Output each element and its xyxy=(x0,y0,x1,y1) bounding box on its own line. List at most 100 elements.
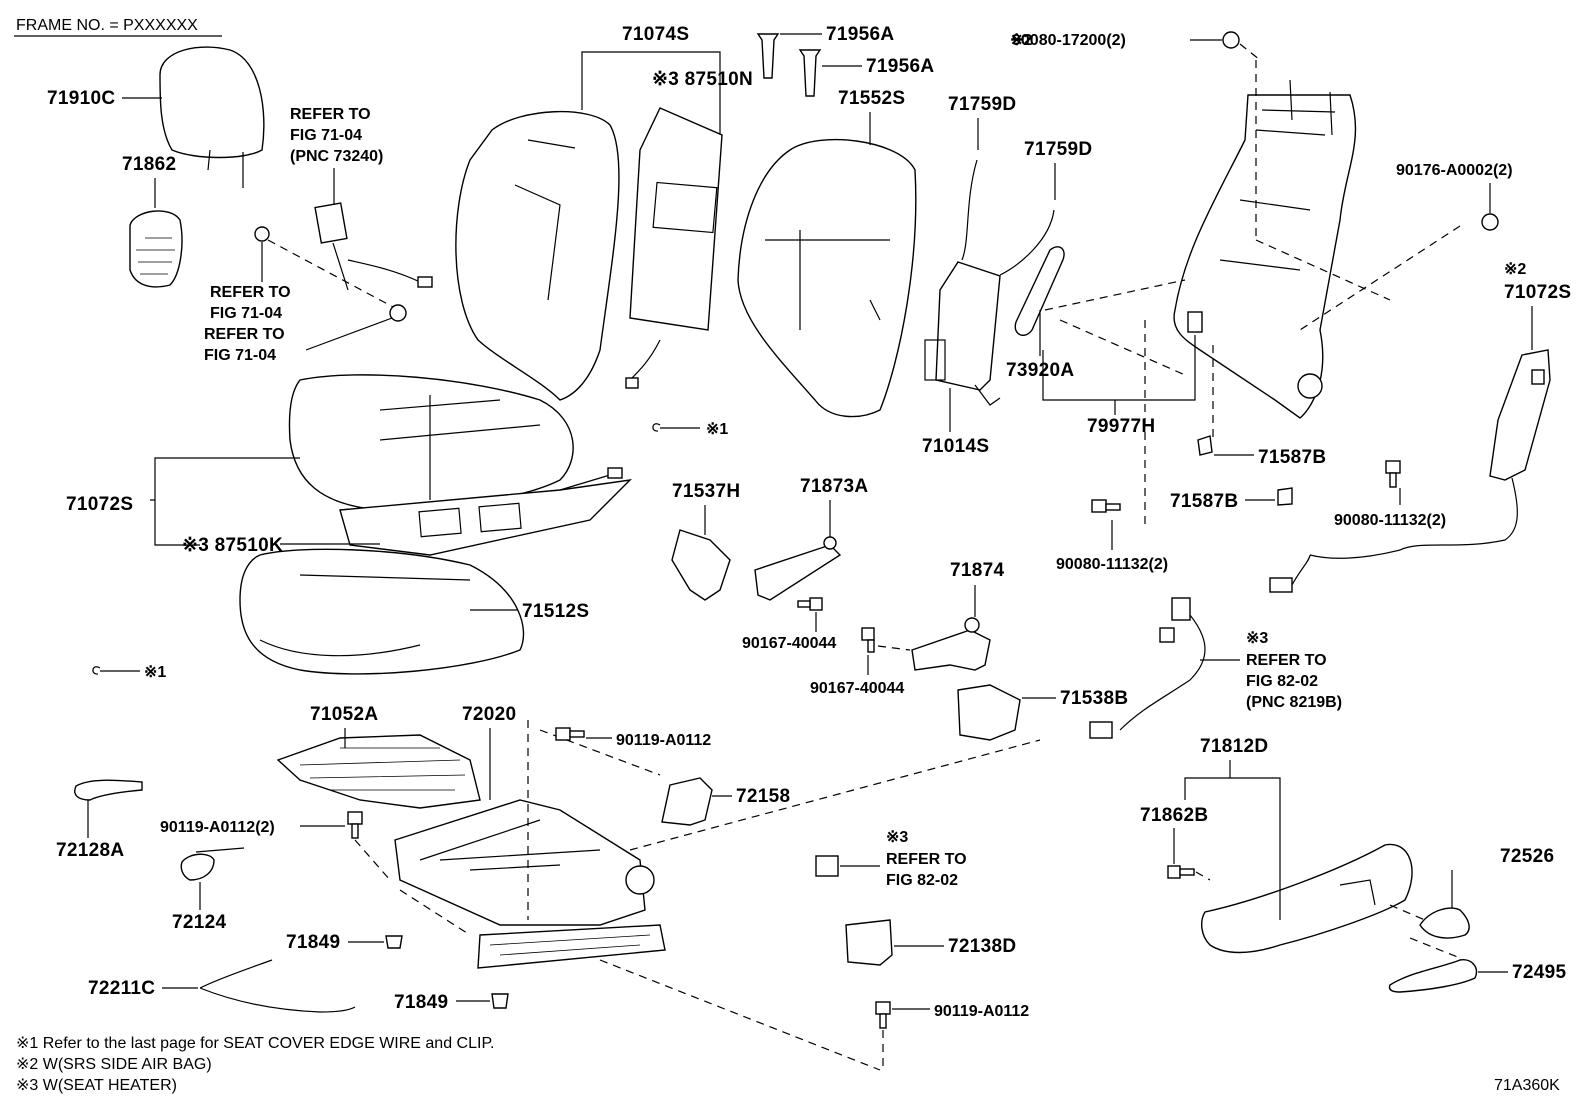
label-72211C: 72211C xyxy=(88,978,155,999)
ref-8202-pnc-line4: (PNC 8219B) xyxy=(1246,694,1342,711)
label-90119-A0112-2: 90119-A0112(2) xyxy=(160,819,275,836)
nut-90176-icon xyxy=(1481,213,1499,231)
washer-icon xyxy=(389,304,407,322)
ref-7104a-line2: FIG 71-04 xyxy=(210,305,282,322)
ref-belt-line1: REFER TO xyxy=(290,106,371,123)
headrest-guide-2 xyxy=(798,49,822,97)
bracket-71873A xyxy=(754,536,842,601)
seat-belt-buckle xyxy=(314,202,433,291)
label-90080-11132-2: 90080-11132(2) xyxy=(1056,556,1168,573)
label-71587B-2: 71587B xyxy=(1170,491,1238,512)
seatback-pad xyxy=(737,138,917,418)
ref-8202-pnc-line2: REFER TO xyxy=(1246,652,1327,669)
label-87510N: ※3 87510N xyxy=(652,69,753,90)
footnote-2: ※2 W(SRS SIDE AIR BAG) xyxy=(16,1056,212,1073)
ref-8202-pnc-line1: ※3 xyxy=(1246,630,1268,647)
nut-90080-17200-icon xyxy=(1222,31,1240,49)
nut-icon xyxy=(254,226,270,242)
screw-90167-2 xyxy=(861,627,875,653)
wire-71759D-1 xyxy=(961,159,978,261)
label-71552S: 71552S xyxy=(838,88,905,109)
label-71074S: 71074S xyxy=(622,24,689,45)
label-71849-2: 71849 xyxy=(394,992,448,1013)
cover-72158 xyxy=(661,777,713,826)
label-72124: 72124 xyxy=(172,912,226,933)
label-90167-40044-2: 90167-40044 xyxy=(810,680,904,697)
label-90176-A0002: 90176-A0002(2) xyxy=(1396,162,1513,179)
label-71956A-1: 71956A xyxy=(826,24,894,45)
label-90080-11132-1: 90080-11132(2) xyxy=(1334,512,1446,529)
screw-71862B xyxy=(1167,865,1195,879)
cover-72495 xyxy=(1388,959,1478,993)
headrest-guide-1 xyxy=(756,33,780,79)
bolt-90119-1 xyxy=(555,727,585,741)
label-90119-A0112-3: 90119-A0112 xyxy=(934,1003,1029,1020)
clip-71587B-2 xyxy=(1277,487,1293,506)
label-87510K: ※3 87510K xyxy=(182,535,283,556)
heater-harness xyxy=(1089,597,1206,739)
label-71072S: 71072S xyxy=(66,494,133,515)
bracket-71874 xyxy=(911,617,991,671)
label-71849-1: 71849 xyxy=(286,932,340,953)
clip-71849-2 xyxy=(491,993,509,1009)
cover-72526 xyxy=(1419,907,1470,939)
bracket-71537H xyxy=(671,529,731,601)
bolt-90119-2 xyxy=(347,811,363,839)
label-71873A: 71873A xyxy=(800,476,868,497)
label-71054S: 71014S xyxy=(922,436,989,457)
seatback-heater xyxy=(625,107,723,389)
footnote-3: ※3 W(SEAT HEATER) xyxy=(16,1077,177,1094)
screw-90167-1 xyxy=(797,597,823,611)
ref-8202-line2: REFER TO xyxy=(886,851,967,868)
bracket-71538B xyxy=(957,684,1021,741)
heater-connector xyxy=(815,855,839,877)
headrest xyxy=(159,46,265,188)
label-71862B: 71862B xyxy=(1140,805,1208,826)
cushion-springs xyxy=(276,734,481,809)
label-71052A: 71052A xyxy=(310,704,378,725)
figure-code: 71A360K xyxy=(1494,1077,1560,1094)
label-71862: 71862 xyxy=(122,154,176,175)
label-71874: 71874 xyxy=(950,560,1004,581)
label-72495: 72495 xyxy=(1512,962,1566,983)
ref-8202-pnc-line3: FIG 82-02 xyxy=(1246,673,1318,690)
clip-icon-1 xyxy=(652,423,661,432)
seat-track-assembly xyxy=(394,799,666,969)
note1-b: ※1 xyxy=(144,664,166,681)
ref-7104b-line1: REFER TO xyxy=(204,326,285,343)
label-71759D-2: 71759D xyxy=(1024,139,1092,160)
label-72128A: 72128A xyxy=(56,840,124,861)
label-71759D-1: 71759D xyxy=(948,94,1016,115)
label-90167-40044-1: 90167-40044 xyxy=(742,635,836,652)
label-71538B: 71538B xyxy=(1060,688,1128,709)
label-72526: 72526 xyxy=(1500,846,1554,867)
label-71512S: 71512S xyxy=(522,601,589,622)
headrest-support xyxy=(129,210,183,288)
side-pad-79977H xyxy=(1014,246,1065,336)
bolt-90119-3 xyxy=(875,1001,891,1029)
label-90119-A0112-1: 90119-A0112 xyxy=(616,732,711,749)
label-90080-17200: 90080-17200(2) xyxy=(1012,32,1126,49)
label-72158: 72158 xyxy=(736,786,790,807)
clip-icon-2 xyxy=(92,666,101,675)
label-72020: 72020 xyxy=(462,704,516,725)
seat-cushion-cover xyxy=(288,374,574,511)
label-71956A-2: 71956A xyxy=(866,56,934,77)
ref-7104a-line1: REFER TO xyxy=(210,284,291,301)
label-71014S: 79977H xyxy=(1087,416,1155,437)
ref-belt-line3: (PNC 73240) xyxy=(290,148,383,165)
note2-73920A: ※2 xyxy=(1504,261,1526,278)
ref-8202-line3: FIG 82-02 xyxy=(886,872,958,889)
label-79977H: 73920A xyxy=(1006,360,1074,381)
label-71812D: 71812D xyxy=(1200,736,1268,757)
clip-71849-1 xyxy=(385,935,403,949)
label-71537H: 71537H xyxy=(672,481,740,502)
note1-a: ※1 xyxy=(706,421,728,438)
ref-belt-line2: FIG 71-04 xyxy=(290,127,362,144)
ref-7104b-line2: FIG 71-04 xyxy=(204,347,276,364)
label-72138D: 72138D xyxy=(948,936,1016,957)
frame-number-label: FRAME NO. = PXXXXXX xyxy=(16,17,198,34)
cover-72138D xyxy=(845,919,893,966)
label-71587B-1: 71587B xyxy=(1258,447,1326,468)
footnote-1: ※1 Refer to the last page for SEAT COVER… xyxy=(16,1035,495,1052)
